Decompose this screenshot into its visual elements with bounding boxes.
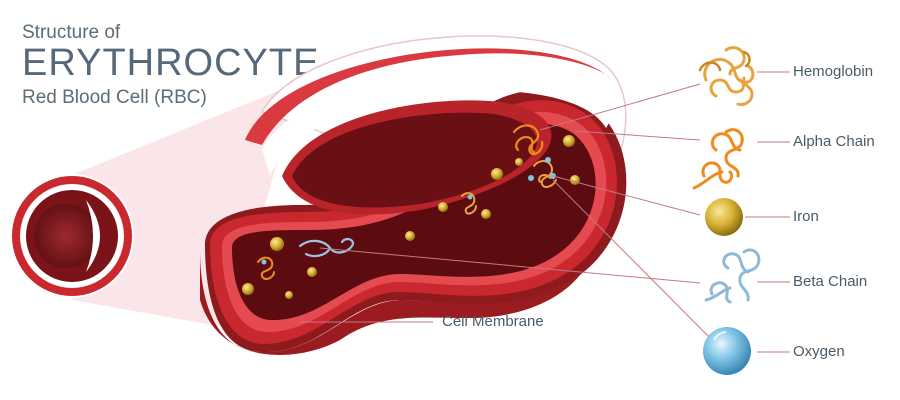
leader-lines <box>300 71 790 353</box>
beta-chain-icon <box>704 248 761 304</box>
label-alpha-chain: Alpha Chain <box>793 133 875 150</box>
interior-iron-particles <box>242 135 580 299</box>
oxygen-icon <box>703 327 751 375</box>
title-prefix: Structure of <box>22 22 121 43</box>
small-cell <box>10 174 134 298</box>
label-hemoglobin: Hemoglobin <box>793 63 874 80</box>
cell-cross-section <box>200 35 627 356</box>
label-cell-membrane: Cell Membrane <box>442 313 544 330</box>
label-iron: Iron <box>793 208 819 225</box>
page-title: ERYTHROCYTE <box>22 42 320 84</box>
page-subtitle: Red Blood Cell (RBC) <box>22 87 207 108</box>
label-oxygen: Oxygen <box>793 343 845 360</box>
iron-icon <box>705 198 743 236</box>
label-beta-chain: Beta Chain <box>793 273 868 290</box>
hemoglobin-icon <box>698 46 755 106</box>
alpha-chain-icon <box>692 128 744 190</box>
interior-protein-tangles <box>257 124 557 280</box>
title-block: Structure of ERYTHROCYTE Red Blood Cell … <box>22 22 319 109</box>
